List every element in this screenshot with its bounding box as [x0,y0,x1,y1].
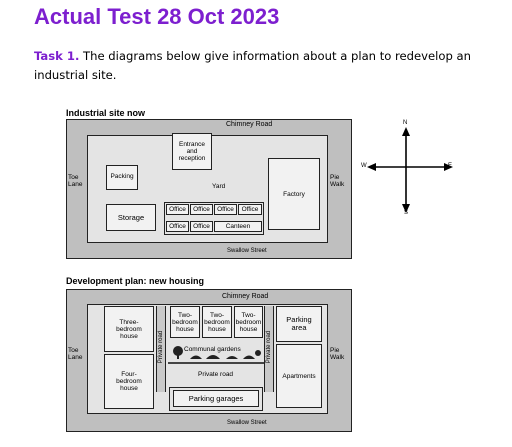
map2-parking-area: Parking area [276,306,322,342]
task-description: Task 1. The diagrams below give informat… [34,47,494,85]
map2-three-bedroom-label: Three-bedroom house [116,318,142,340]
compass-n: N [403,120,408,126]
map1-office-label: Office [169,223,186,230]
map1-office: Office [238,204,262,215]
page-title: Actual Test 28 Oct 2023 [34,4,280,29]
map2-garden-road-divider [168,362,264,364]
map2-title: Development plan: new housing [66,276,205,286]
map1-yard: Yard [212,183,226,190]
map2-toe-lane: Toe Lane [68,347,83,361]
map1-storage: Storage [106,204,156,231]
map1-office: Office [190,221,213,232]
map1-packing: Packing [106,165,138,190]
map1-office: Office [190,204,213,215]
map1-office: Office [166,221,189,232]
map1-office: Office [214,204,237,215]
map2-two-bedroom-house: Two-bedroom house [234,306,263,338]
map1-office-label: Office [193,206,210,213]
map1-toe-lane: Toe Lane [68,174,83,188]
map2-apartments-label: Apartments [282,372,316,380]
map1-canteen-label: Canteen [225,223,251,230]
compass-south-arrow [402,204,410,213]
map2-private-road-east-label: Private road [266,330,272,364]
map2-private-road-west-label: Private road [158,330,164,364]
map2-swallow-street: Swallow Street [227,420,267,426]
map2-two-bedroom-label: Two-bedroom house [172,311,198,333]
map2-parking-area-label: Parking area [286,315,312,332]
map2-private-road-label: Private road [198,371,234,378]
map1-office-label: Office [169,206,186,213]
map1-swallow-street: Swallow Street [227,248,267,254]
map1-factory: Factory [268,158,320,230]
compass-icon [367,127,453,213]
map2-four-bedroom-label: Four-bedroom house [116,371,142,392]
compass-north-arrow [402,127,410,136]
compass-e: E [448,163,453,169]
map1-entrance: Entrance and reception [172,133,212,170]
compass-w: W [361,163,367,169]
map2-apartments: Apartments [276,344,322,408]
map2-parking-garages-label: Parking garages [188,394,244,403]
map2-two-bedroom-label: Two-bedroom house [204,311,230,333]
map1-canteen: Canteen [214,221,262,232]
map1-chimney-road: Chimney Road [226,121,273,128]
task-label: Task 1. [34,49,80,63]
task-text: The diagrams below give information abou… [34,49,471,82]
compass-s: S [404,210,409,216]
map2-chimney-road: Chimney Road [222,293,269,300]
map2-private-road-west [156,306,166,392]
map1-packing-label: Packing [110,173,134,180]
compass-east-arrow [444,163,453,171]
map2-private-road-east [264,306,274,392]
map1-office: Office [166,204,189,215]
map2-two-bedroom-label: Two-bedroom house [235,311,262,333]
map2-two-bedroom-house: Two-bedroom house [202,306,232,338]
map2-pie-walk: Pie Walk [330,347,345,361]
map1-title: Industrial site now [66,108,146,118]
map1-factory-label: Factory [283,190,305,198]
map1-office-label: Office [193,223,210,230]
map2-two-bedroom-house: Two-bedroom house [170,306,200,338]
map1-office-label: Office [217,206,234,213]
map2-communal-gardens-label: Communal gardens [184,346,241,353]
compass-west-arrow [367,163,376,171]
communal-gardens-trees-icon [173,346,261,359]
map2-three-bedroom-house: Three-bedroom house [104,306,154,352]
map2-four-bedroom-house: Four-bedroom house [104,354,154,409]
map1-pie-walk: Pie Walk [330,174,345,188]
map1-office-label: Office [241,206,259,213]
map1-entrance-label: Entrance and reception [178,141,206,162]
map1-storage-label: Storage [117,213,145,222]
map2-parking-garages: Parking garages [173,390,259,407]
